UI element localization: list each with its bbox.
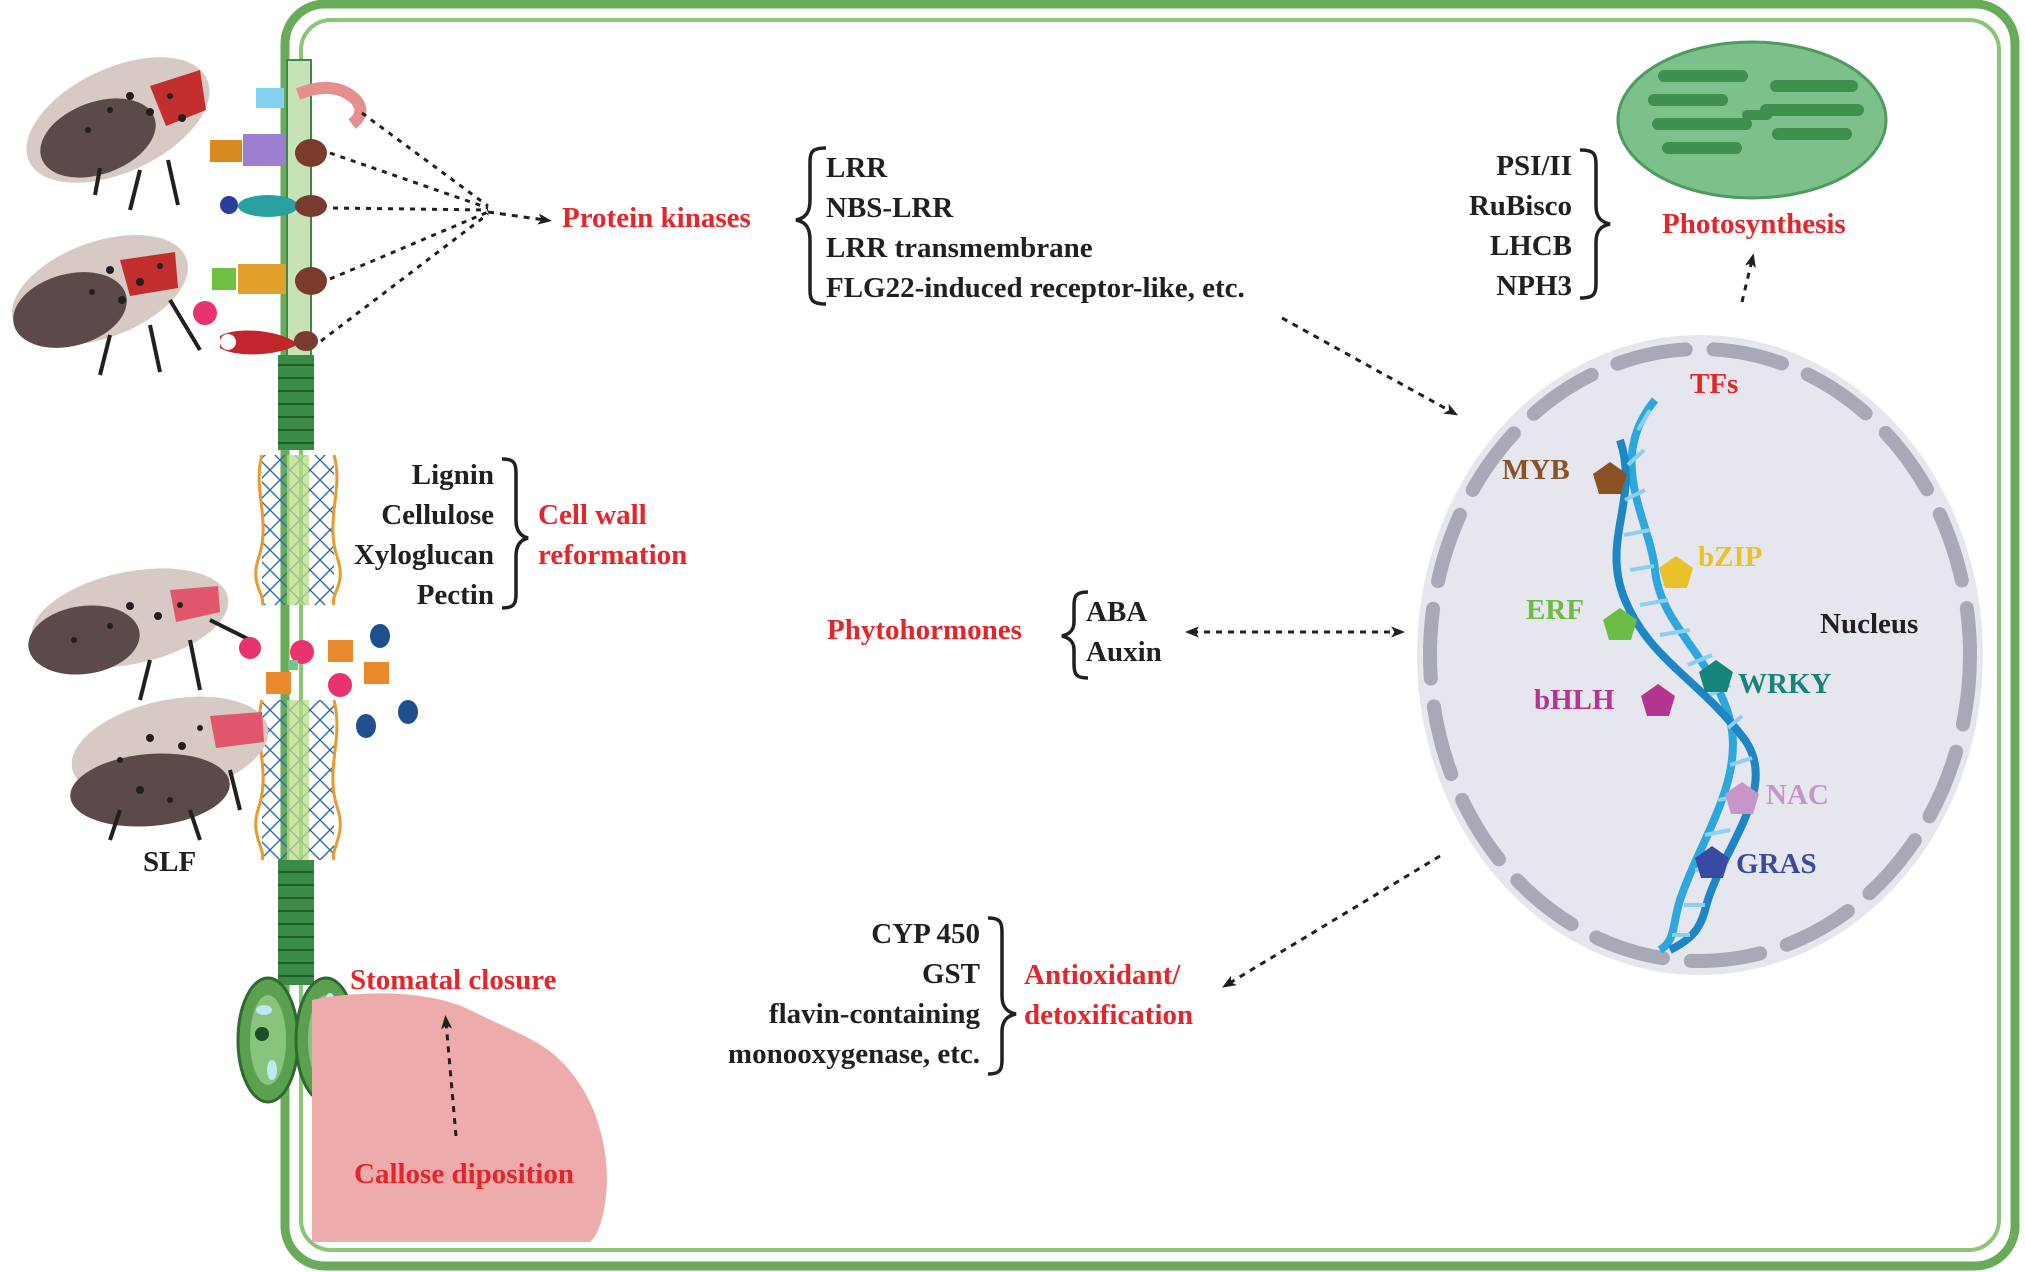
photosynthesis-components: PSI/II RuBisco LHCB NPH3 (1440, 146, 1572, 306)
plant-cell-wall (280, 0, 2020, 1271)
tf-myb-marker (1593, 462, 1627, 494)
slf-insect-1 (26, 57, 210, 211)
phytohormones-title: Phytohormones (827, 614, 1022, 646)
tf-label-bhlh: bHLH (1534, 684, 1615, 716)
tf-label-gras: GRAS (1736, 848, 1817, 880)
photosynthesis-item: LHCB (1489, 230, 1572, 262)
braces (501, 146, 1611, 1076)
tf-nac-marker (1725, 782, 1759, 814)
photosynthesis-item: RuBisco (1468, 190, 1572, 222)
slf-insect-3 (28, 568, 251, 701)
cell-wall-title-line2: reformation (538, 539, 688, 571)
detox-title-line1: Antioxidant/ (1024, 959, 1181, 991)
brace-phytohormones (1061, 590, 1089, 680)
arrow-kinases-to-nucleus (1281, 316, 1459, 416)
cell-membrane-column (278, 59, 314, 985)
dna-helix (1612, 397, 1760, 954)
phytohormone-item: Auxin (1086, 636, 1162, 668)
detox-title: Antioxidant/ detoxification (1024, 955, 1193, 1035)
arrow-to-protein-kinases (487, 210, 552, 225)
detox-title-line2: detoxification (1024, 999, 1194, 1031)
protein-kinase-item: FLG22-induced receptor-like, etc. (826, 272, 1245, 304)
brace-photosynthesis (1579, 148, 1611, 300)
protein-kinases-list: LRR NBS-LRR LRR transmembrane FLG22-indu… (826, 148, 1245, 308)
cell-wall-mesh-upper (254, 454, 342, 606)
cell-wall-mesh-lower (254, 699, 342, 861)
cell-wall-reformation-title: Cell wall reformation (538, 495, 687, 575)
brace-detox (987, 916, 1017, 1076)
chloroplast (1616, 40, 1888, 200)
photosynthesis-item: PSI/II (1496, 150, 1572, 182)
tf-label-erf: ERF (1526, 594, 1584, 626)
tf-wrky-marker (1699, 660, 1733, 692)
detox-components: CYP 450 GST flavin-containing monooxygen… (640, 914, 980, 1074)
tf-bhlh-marker (1641, 684, 1675, 716)
membrane-receptors (193, 81, 367, 355)
callose-deposit (312, 993, 607, 1242)
slf-insect-2 (12, 235, 202, 376)
tf-erf-marker (1603, 608, 1637, 640)
cell-wall-title-line1: Cell wall (538, 499, 647, 531)
cell-wall-item: Pectin (416, 579, 494, 611)
tf-bzip-marker (1659, 556, 1693, 588)
nucleus-label: Nucleus (1820, 608, 1919, 640)
tf-label-bzip: bZIP (1698, 541, 1763, 573)
tf-gras-marker (1695, 846, 1729, 878)
photosynthesis-title: Photosynthesis (1662, 208, 1846, 240)
tf-label-wrky: WRKY (1738, 668, 1832, 700)
phytohormone-item: ABA (1086, 596, 1148, 628)
cell-wall-item: Xyloglucan (353, 539, 494, 571)
tf-label-myb: MYB (1502, 454, 1570, 486)
tf-label-nac: NAC (1766, 779, 1829, 811)
receptor-signal-lines (320, 111, 489, 343)
stomatal-closure-label: Stomatal closure (350, 964, 557, 996)
detox-item: CYP 450 (871, 918, 980, 950)
detox-item: flavin-containing (768, 998, 980, 1030)
protein-kinases-title: Protein kinases (562, 202, 751, 234)
detox-item: GST (921, 958, 980, 990)
photosynthesis-item: NPH3 (1496, 270, 1572, 302)
arrow-nucleus-to-detox (1222, 854, 1441, 988)
protein-kinase-item: LRR transmembrane (826, 232, 1093, 264)
pathway-arrows (441, 210, 1756, 1137)
cell-wall-item: Cellulose (381, 499, 494, 531)
tf-markers (1593, 462, 1759, 878)
cell-wall-components: Lignin Cellulose Xyloglucan Pectin (330, 455, 494, 615)
tfs-label: TFs (1690, 368, 1739, 400)
phytohormones-list: ABA Auxin (1086, 592, 1162, 672)
cell-wall-item: Lignin (411, 459, 494, 491)
protein-kinase-item: NBS-LRR (826, 192, 954, 224)
callose-deposition-label: Callose diposition (354, 1158, 574, 1190)
detox-item: monooxygenase, etc. (727, 1038, 980, 1070)
effector-particles (239, 624, 418, 738)
brace-cell-wall (501, 457, 529, 610)
protein-kinase-item: LRR (826, 152, 888, 184)
slf-label: SLF (143, 846, 197, 878)
brace-protein-kinases (795, 146, 827, 306)
slf-insect-4 (70, 696, 269, 841)
